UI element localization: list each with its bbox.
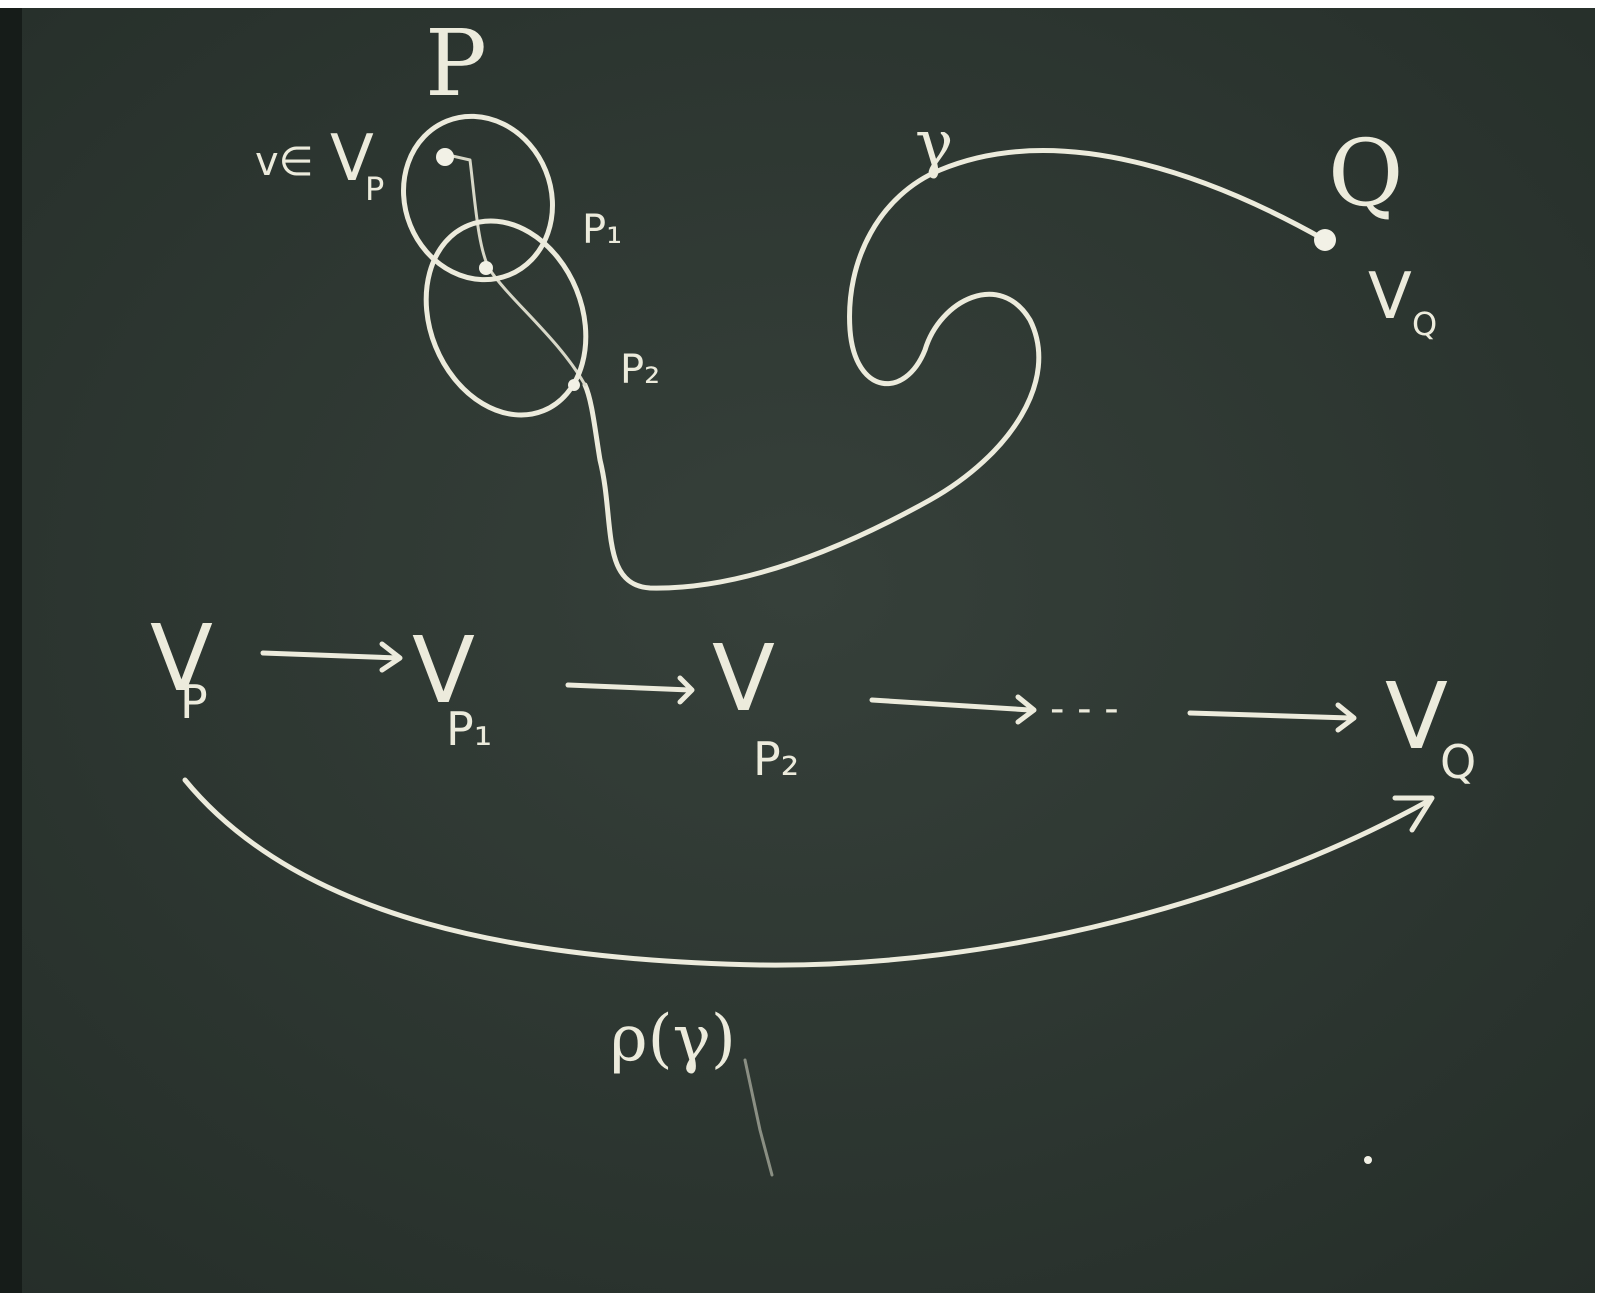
- chalk-smudge: [743, 1058, 774, 1177]
- label-v-in: v∈: [255, 139, 314, 185]
- neighborhood-2: [423, 218, 589, 418]
- label-V: V: [330, 122, 374, 196]
- arrow-2-head: [677, 675, 695, 705]
- label-P1: P₁: [582, 207, 622, 253]
- arc-rho: [182, 777, 1433, 968]
- seq-V-P: V: [150, 605, 213, 712]
- label-V-Q-top-sub: Q: [1412, 305, 1437, 343]
- seq-dots: - - -: [1050, 686, 1119, 732]
- point-Q: [1314, 229, 1336, 251]
- seq-V-P-sub: P: [180, 675, 208, 729]
- neighborhood-1: [401, 113, 555, 283]
- seq-V-P1: V: [412, 617, 475, 724]
- label-rho-gamma: ρ(γ): [610, 1002, 736, 1076]
- seq-V-P2-sub: P₂: [753, 732, 799, 786]
- point-P2: [568, 379, 580, 391]
- seq-V-Q-sub: Q: [1440, 735, 1476, 789]
- seq-V-P2: V: [712, 625, 775, 732]
- label-V-sub-P: P: [365, 170, 384, 208]
- arrow-1-head: [379, 641, 403, 673]
- chalk-speck: [1364, 1156, 1372, 1164]
- arrow-3-head: [1015, 694, 1037, 725]
- seq-V-Q: V: [1385, 663, 1448, 770]
- point-P: [436, 148, 454, 166]
- arrow-4-head: [1335, 702, 1357, 733]
- board-left-edge: [0, 8, 22, 1293]
- label-V-Q-top: V: [1368, 260, 1412, 334]
- curve-gamma: [582, 148, 1328, 591]
- label-Q: Q: [1328, 120, 1403, 227]
- arrow-4-shaft: [1187, 710, 1353, 721]
- label-P2: P₂: [620, 347, 660, 393]
- board-background: [0, 8, 1595, 1293]
- seq-V-P1-sub: P₁: [446, 702, 492, 756]
- arrow-2-shaft: [565, 682, 693, 693]
- arrow-1-shaft: [260, 650, 401, 661]
- label-P: P: [425, 10, 487, 117]
- arc-rho-head: [1392, 795, 1435, 833]
- label-gamma: γ: [915, 107, 953, 181]
- point-P1: [479, 261, 493, 275]
- arrow-3-shaft: [869, 697, 1033, 713]
